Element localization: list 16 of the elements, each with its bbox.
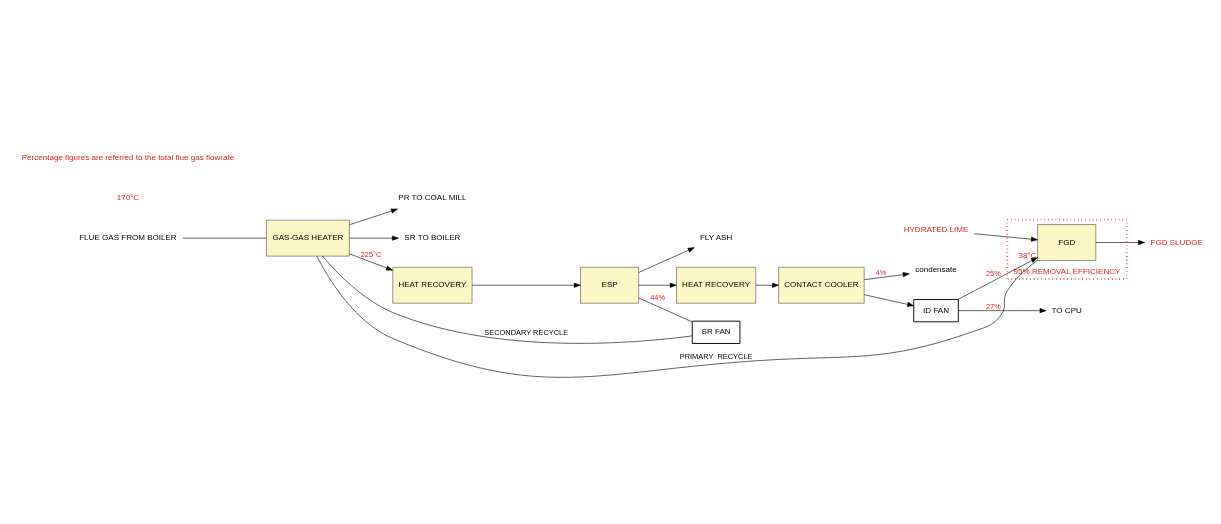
arrow <box>638 282 677 288</box>
arrow <box>957 257 1038 300</box>
arrow <box>958 308 1047 314</box>
arrow <box>471 282 581 288</box>
connector <box>638 297 693 323</box>
arrow <box>755 282 779 288</box>
arrow <box>974 233 1038 242</box>
arrow <box>1095 240 1145 245</box>
arrow <box>863 294 914 307</box>
arrow <box>863 272 910 280</box>
connector <box>322 255 693 344</box>
arrow <box>349 253 393 271</box>
connector <box>316 255 1038 378</box>
arrow <box>349 235 399 241</box>
arrow <box>349 208 398 226</box>
arrow <box>638 247 695 273</box>
